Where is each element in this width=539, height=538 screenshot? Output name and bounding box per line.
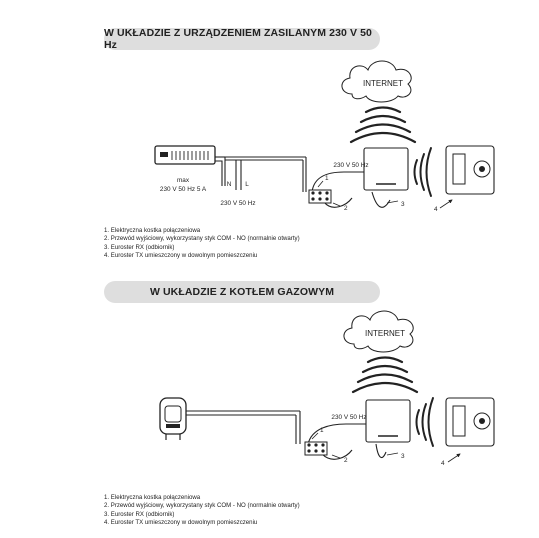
wiring — [186, 410, 387, 460]
terminal-l-label: L — [245, 181, 249, 188]
legend-item: 4. Euroster TX umieszczony w dowolnym po… — [104, 251, 258, 259]
callouts — [311, 432, 461, 463]
legend-item: 2. Przewód wyjściowy, wykorzystany styk … — [104, 235, 300, 243]
gas-boiler-icon — [159, 397, 187, 440]
thermostat-tx-icon — [445, 145, 495, 195]
device-label-rating: 230 V 50 Hz 5 A — [160, 186, 207, 193]
wifi-signal-side-icon — [413, 147, 432, 197]
legend-item: 3. Euroster RX (odbiornik) — [104, 243, 175, 251]
legend-item: 4. Euroster TX umieszczony w dowolnym po… — [104, 518, 258, 526]
callout-4: 4 — [441, 460, 445, 467]
section-1-title: W UKŁADZIE Z URZĄDZENIEM ZASILANYM 230 V… — [104, 27, 380, 51]
legend-item: 3. Euroster RX (odbiornik) — [104, 510, 175, 518]
internet-label: INTERNET — [365, 329, 405, 338]
legend-section-1: 1. Elektryczna kostka połączeniowa 2. Pr… — [104, 227, 300, 260]
callout-1: 1 — [320, 427, 324, 434]
callout-2: 2 — [344, 457, 348, 464]
internet-label: INTERNET — [363, 79, 403, 88]
wifi-signal-down-icon — [351, 356, 419, 394]
legend-item: 1. Elektryczna kostka połączeniowa — [104, 227, 201, 234]
internet-cloud-icon — [341, 60, 412, 103]
receiver-rx-icon — [365, 399, 411, 443]
callout-3: 3 — [401, 201, 405, 208]
wifi-signal-down-icon — [349, 106, 417, 144]
diagram-mains-device: INTERNET max 230 V 50 Hz 5 A — [154, 60, 495, 213]
callout-1: 1 — [325, 175, 329, 182]
callouts — [317, 180, 453, 209]
legend-section-2: 1. Elektryczna kostka połączeniowa 2. Pr… — [104, 494, 300, 527]
diagram-gas-boiler: INTERNET 230 V 50 Hz — [159, 310, 495, 467]
heater-device-icon — [154, 145, 216, 165]
receiver-supply-label: 230 V 50 Hz — [333, 162, 368, 169]
legend-item: 1. Elektryczna kostka połączeniowa — [104, 494, 201, 501]
device-label-max: max — [177, 177, 190, 184]
callout-4: 4 — [434, 206, 438, 213]
wifi-signal-side-icon — [415, 397, 434, 447]
callout-3: 3 — [401, 453, 405, 460]
callout-2: 2 — [344, 205, 348, 212]
receiver-rx-icon — [363, 147, 409, 191]
section-2-title: W UKŁADZIE Z KOTŁEM GAZOWYM — [104, 281, 380, 303]
terminal-n-label: N — [227, 181, 232, 188]
thermostat-tx-icon — [445, 397, 495, 447]
receiver-supply-label: 230 V 50 Hz — [331, 414, 366, 421]
internet-cloud-icon — [343, 310, 414, 353]
supply-label: 230 V 50 Hz — [220, 200, 255, 207]
junction-block-icon — [308, 189, 332, 204]
legend-item: 2. Przewód wyjściowy, wykorzystany styk … — [104, 502, 300, 510]
junction-block-icon — [304, 441, 328, 456]
